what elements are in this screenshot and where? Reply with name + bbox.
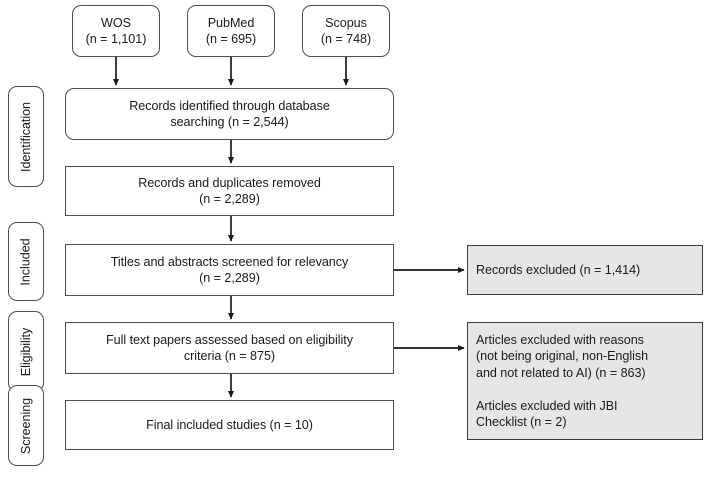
- excluded-articles-text: Articles excluded with reasons (not bein…: [468, 332, 702, 431]
- flow-box-final-included[interactable]: Final included studies (n = 10): [65, 400, 394, 450]
- source-pubmed-line1: PubMed: [207, 15, 255, 30]
- flow-titles-abstracts-line1: Titles and abstracts screened for releva…: [110, 254, 349, 269]
- flow-records-identified-text: Records identified through database sear…: [122, 98, 337, 131]
- flow-box-duplicates-removed[interactable]: Records and duplicates removed (n = 2,28…: [65, 166, 394, 216]
- stage-label-screening-text: Screening: [19, 397, 34, 454]
- source-scopus-line1: Scopus: [325, 15, 367, 30]
- excluded-box-articles-excluded[interactable]: Articles excluded with reasons (not bein…: [467, 322, 703, 440]
- flow-records-identified-line2: searching (n = 2,544): [170, 115, 289, 129]
- excluded-articles-spacer: [476, 381, 694, 398]
- source-wos-text: WOS (n = 1,101): [79, 15, 154, 48]
- excluded-box-records-excluded[interactable]: Records excluded (n = 1,414): [467, 245, 703, 295]
- source-scopus-text: Scopus (n = 748): [314, 15, 378, 48]
- stage-label-eligibility: Eligibility: [8, 311, 44, 392]
- source-box-pubmed[interactable]: PubMed (n = 695): [187, 5, 275, 57]
- source-scopus-line2: (n = 748): [320, 32, 372, 46]
- source-pubmed-text: PubMed (n = 695): [199, 15, 263, 48]
- flow-records-identified-line1: Records identified through database: [129, 98, 330, 113]
- flow-box-full-text-assessed[interactable]: Full text papers assessed based on eligi…: [65, 322, 394, 374]
- source-box-scopus[interactable]: Scopus (n = 748): [302, 5, 390, 57]
- stage-label-eligibility-text: Eligibility: [19, 327, 34, 376]
- source-wos-line2: (n = 1,101): [85, 32, 147, 46]
- flow-box-records-identified[interactable]: Records identified through database sear…: [65, 88, 394, 140]
- stage-label-identification: Identification: [8, 86, 44, 187]
- source-pubmed-line2: (n = 695): [205, 32, 257, 46]
- excluded-articles-line2: (not being original, non-English: [476, 349, 649, 363]
- source-wos-line1: WOS: [101, 15, 131, 30]
- source-box-wos[interactable]: WOS (n = 1,101): [72, 5, 160, 57]
- flow-duplicates-removed-line1: Records and duplicates removed: [138, 175, 321, 190]
- flow-titles-abstracts-line2: (n = 2,289): [199, 271, 260, 285]
- excluded-articles-line3: and not related to AI) (n = 863): [476, 365, 646, 380]
- flow-full-text-assessed-line2: criteria (n = 875): [183, 349, 276, 363]
- flow-titles-abstracts-text: Titles and abstracts screened for releva…: [104, 254, 355, 287]
- stage-label-included: Included: [8, 222, 44, 301]
- excluded-articles-line5: Articles excluded with JBI: [476, 398, 618, 413]
- flow-box-titles-abstracts-screened[interactable]: Titles and abstracts screened for releva…: [65, 244, 394, 296]
- flow-duplicates-removed-text: Records and duplicates removed (n = 2,28…: [131, 175, 328, 208]
- excluded-articles-line6: Checklist (n = 2): [476, 415, 567, 429]
- flow-final-included-line1: Final included studies (n = 10): [146, 417, 313, 432]
- stage-label-identification-text: Identification: [19, 101, 34, 172]
- excluded-articles-line1: Articles excluded with reasons: [476, 332, 644, 347]
- stage-label-included-text: Included: [19, 237, 33, 286]
- excluded-records-text: Records excluded (n = 1,414): [468, 262, 702, 279]
- flow-full-text-assessed-text: Full text papers assessed based on eligi…: [99, 332, 360, 365]
- flow-final-included-text: Final included studies (n = 10): [139, 417, 320, 434]
- flow-full-text-assessed-line1: Full text papers assessed based on eligi…: [106, 332, 353, 347]
- excluded-records-line1: Records excluded (n = 1,414): [476, 262, 641, 277]
- stage-label-screening: Screening: [8, 385, 44, 466]
- flow-duplicates-removed-line2: (n = 2,289): [199, 192, 260, 206]
